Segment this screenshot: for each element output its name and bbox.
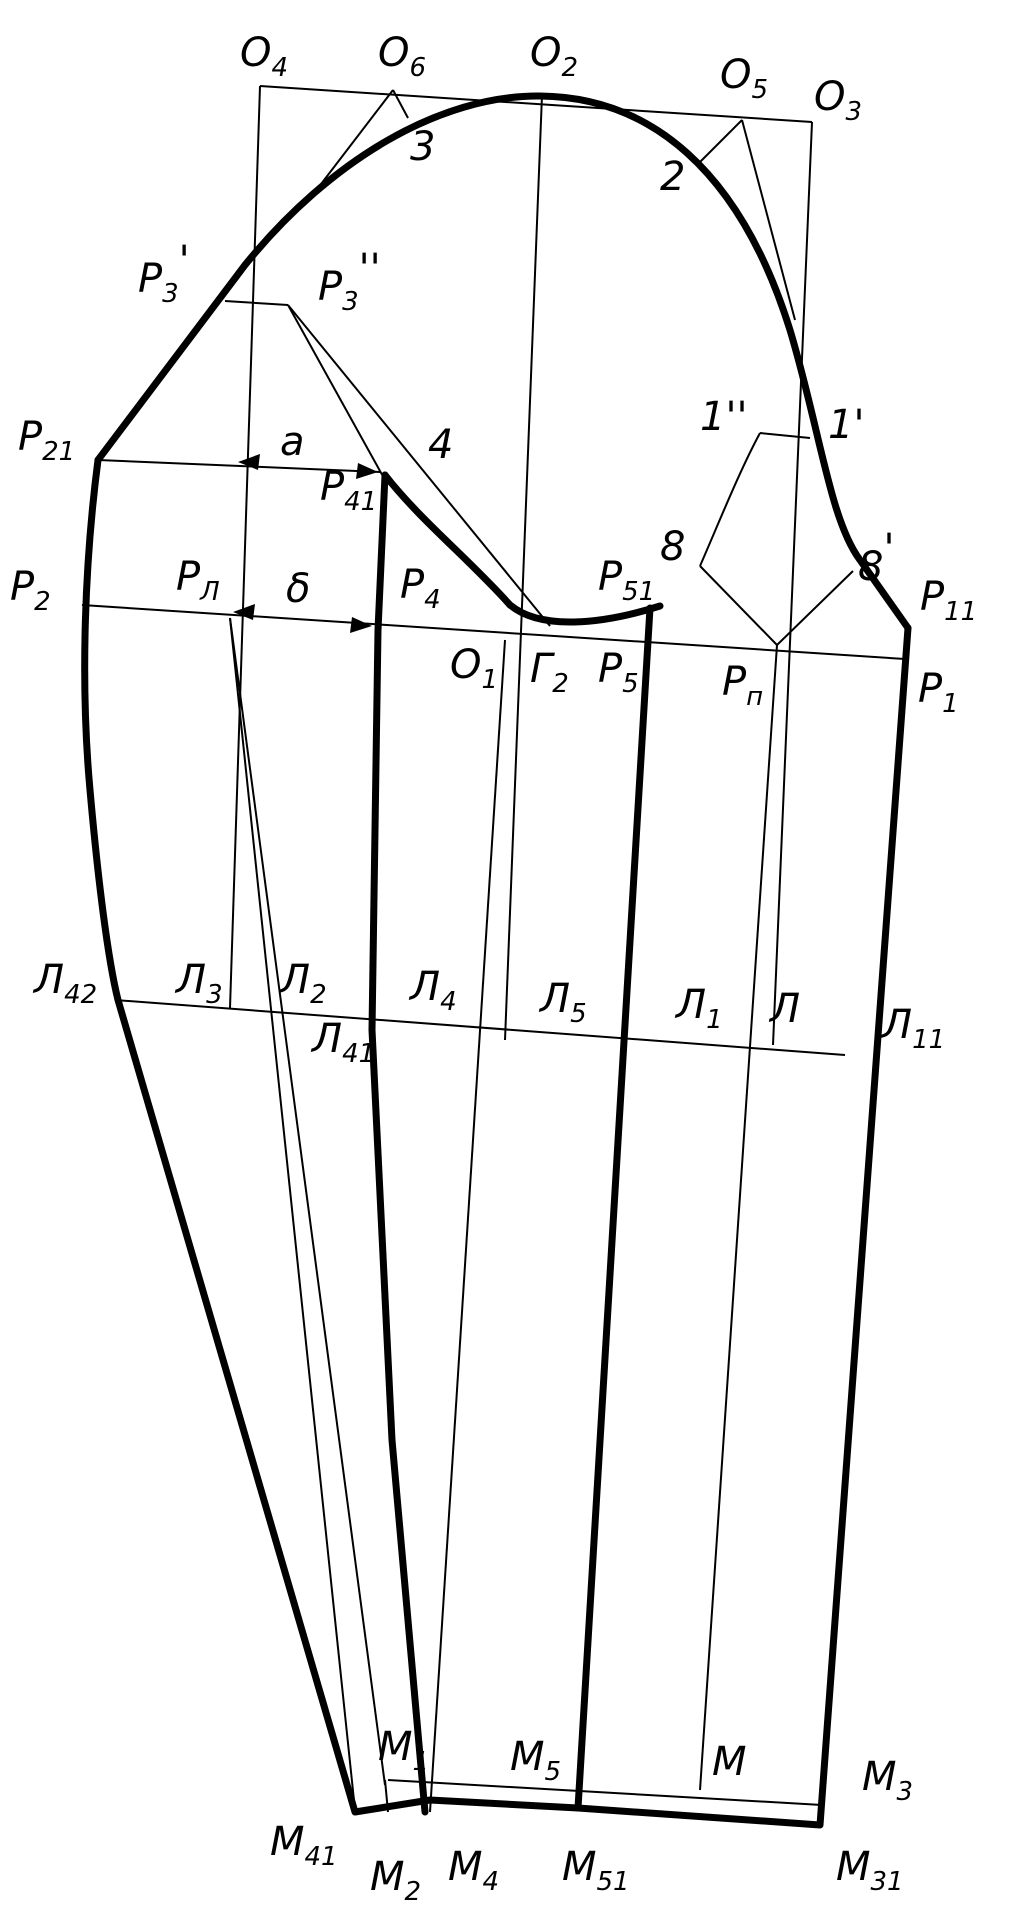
label-M41: M41 — [270, 1819, 338, 1872]
label-O3: O3 — [814, 74, 862, 127]
label-1-prime: 1' — [828, 402, 864, 448]
label-O5: O5 — [720, 52, 768, 105]
label-P4: P4 — [400, 562, 441, 615]
p2-p1-line — [81, 604, 906, 660]
arrow-delta-left — [233, 604, 255, 620]
p3pp-to-p41 — [287, 304, 386, 481]
label-L4: Л4 — [408, 964, 457, 1017]
label-P51: P51 — [598, 554, 655, 607]
seam-p5-m51 — [574, 604, 654, 1812]
frame-right-vertical — [772, 121, 813, 1046]
label-Pn: Pп — [722, 659, 763, 712]
p3pp-to-g2 — [287, 304, 551, 627]
o5-line-right — [741, 119, 796, 321]
line-1pp-1p — [759, 432, 811, 439]
arrow-a-left — [238, 454, 260, 470]
label-O1: O1 — [450, 642, 498, 695]
label-L11: Л11 — [880, 1002, 945, 1055]
o6-line-right — [392, 89, 409, 119]
label-M5: M5 — [510, 1734, 561, 1787]
label-M51: M51 — [562, 1844, 630, 1897]
pn-to-m — [699, 644, 778, 1791]
label-O4: O4 — [240, 30, 288, 83]
label-P11: P11 — [920, 574, 977, 627]
label-P41: P41 — [320, 464, 377, 517]
label-a: a — [280, 419, 305, 465]
label-3: 3 — [410, 124, 435, 170]
label-O6: O6 — [378, 30, 426, 83]
label-M: M — [712, 1739, 747, 1785]
p3-horizontal — [224, 300, 289, 306]
label-8: 8 — [660, 524, 685, 570]
label-L2: Л2 — [278, 957, 327, 1010]
label-M31: M31 — [836, 1844, 904, 1897]
label-P-L: PЛ — [176, 554, 220, 607]
label-L1: Л1 — [674, 982, 723, 1035]
label-2: 2 — [660, 154, 685, 200]
label-O2: O2 — [530, 30, 578, 83]
label-G2: Г2 — [530, 646, 569, 699]
label-1-double-prime: 1'' — [700, 394, 747, 440]
label-L3: Л3 — [174, 957, 223, 1010]
pattern-contours — [81, 92, 912, 1829]
pn-to-8p — [776, 570, 854, 646]
top-frame-line — [259, 85, 813, 123]
label-P5: P5 — [598, 646, 639, 699]
arrow-a-right — [356, 463, 378, 479]
label-M4: M4 — [448, 1844, 499, 1897]
p1l-to-m41 — [229, 617, 356, 1811]
label-L5: Л5 — [538, 976, 587, 1029]
label-L41: Л41 — [310, 1016, 375, 1069]
line-a-arrow — [97, 459, 381, 473]
label-M3: M3 — [862, 1754, 913, 1807]
p1l-to-m1 — [229, 617, 386, 1786]
o6-line-left — [317, 89, 394, 189]
o1-to-m4 — [429, 639, 506, 1813]
underarm-curve — [381, 471, 664, 626]
labels: O4 O6 O2 O5 O3 3 2 P3' P3'' 1'' 1' P21 a… — [10, 30, 977, 1907]
m-horizontal — [387, 1779, 823, 1806]
label-delta: δ — [286, 566, 310, 612]
label-4: 4 — [428, 422, 453, 468]
label-P2: P2 — [10, 564, 51, 617]
o5-line-left — [696, 119, 743, 166]
frame-left-vertical — [229, 85, 261, 1009]
lower-seam-left — [368, 471, 429, 1816]
label-L42: Л42 — [32, 957, 97, 1010]
center-vertical — [504, 94, 543, 1041]
sleeve-cap-contour — [94, 92, 912, 632]
label-P3-prime: P3' — [138, 238, 190, 309]
construction-lines — [81, 85, 906, 1813]
inner-curve-1 — [699, 432, 761, 567]
arrow-delta-right — [350, 617, 372, 633]
label-P1: P1 — [918, 666, 959, 719]
label-P3-double-prime: P3'' — [318, 246, 381, 317]
sleeve-outer-contour — [81, 456, 912, 1829]
label-M2: M2 — [370, 1854, 421, 1907]
label-L: Л — [768, 986, 800, 1032]
label-M1: M1 — [378, 1724, 429, 1777]
pn-to-8 — [699, 565, 778, 646]
label-P21: P21 — [18, 414, 75, 467]
label-8-prime: 8' — [858, 526, 894, 590]
